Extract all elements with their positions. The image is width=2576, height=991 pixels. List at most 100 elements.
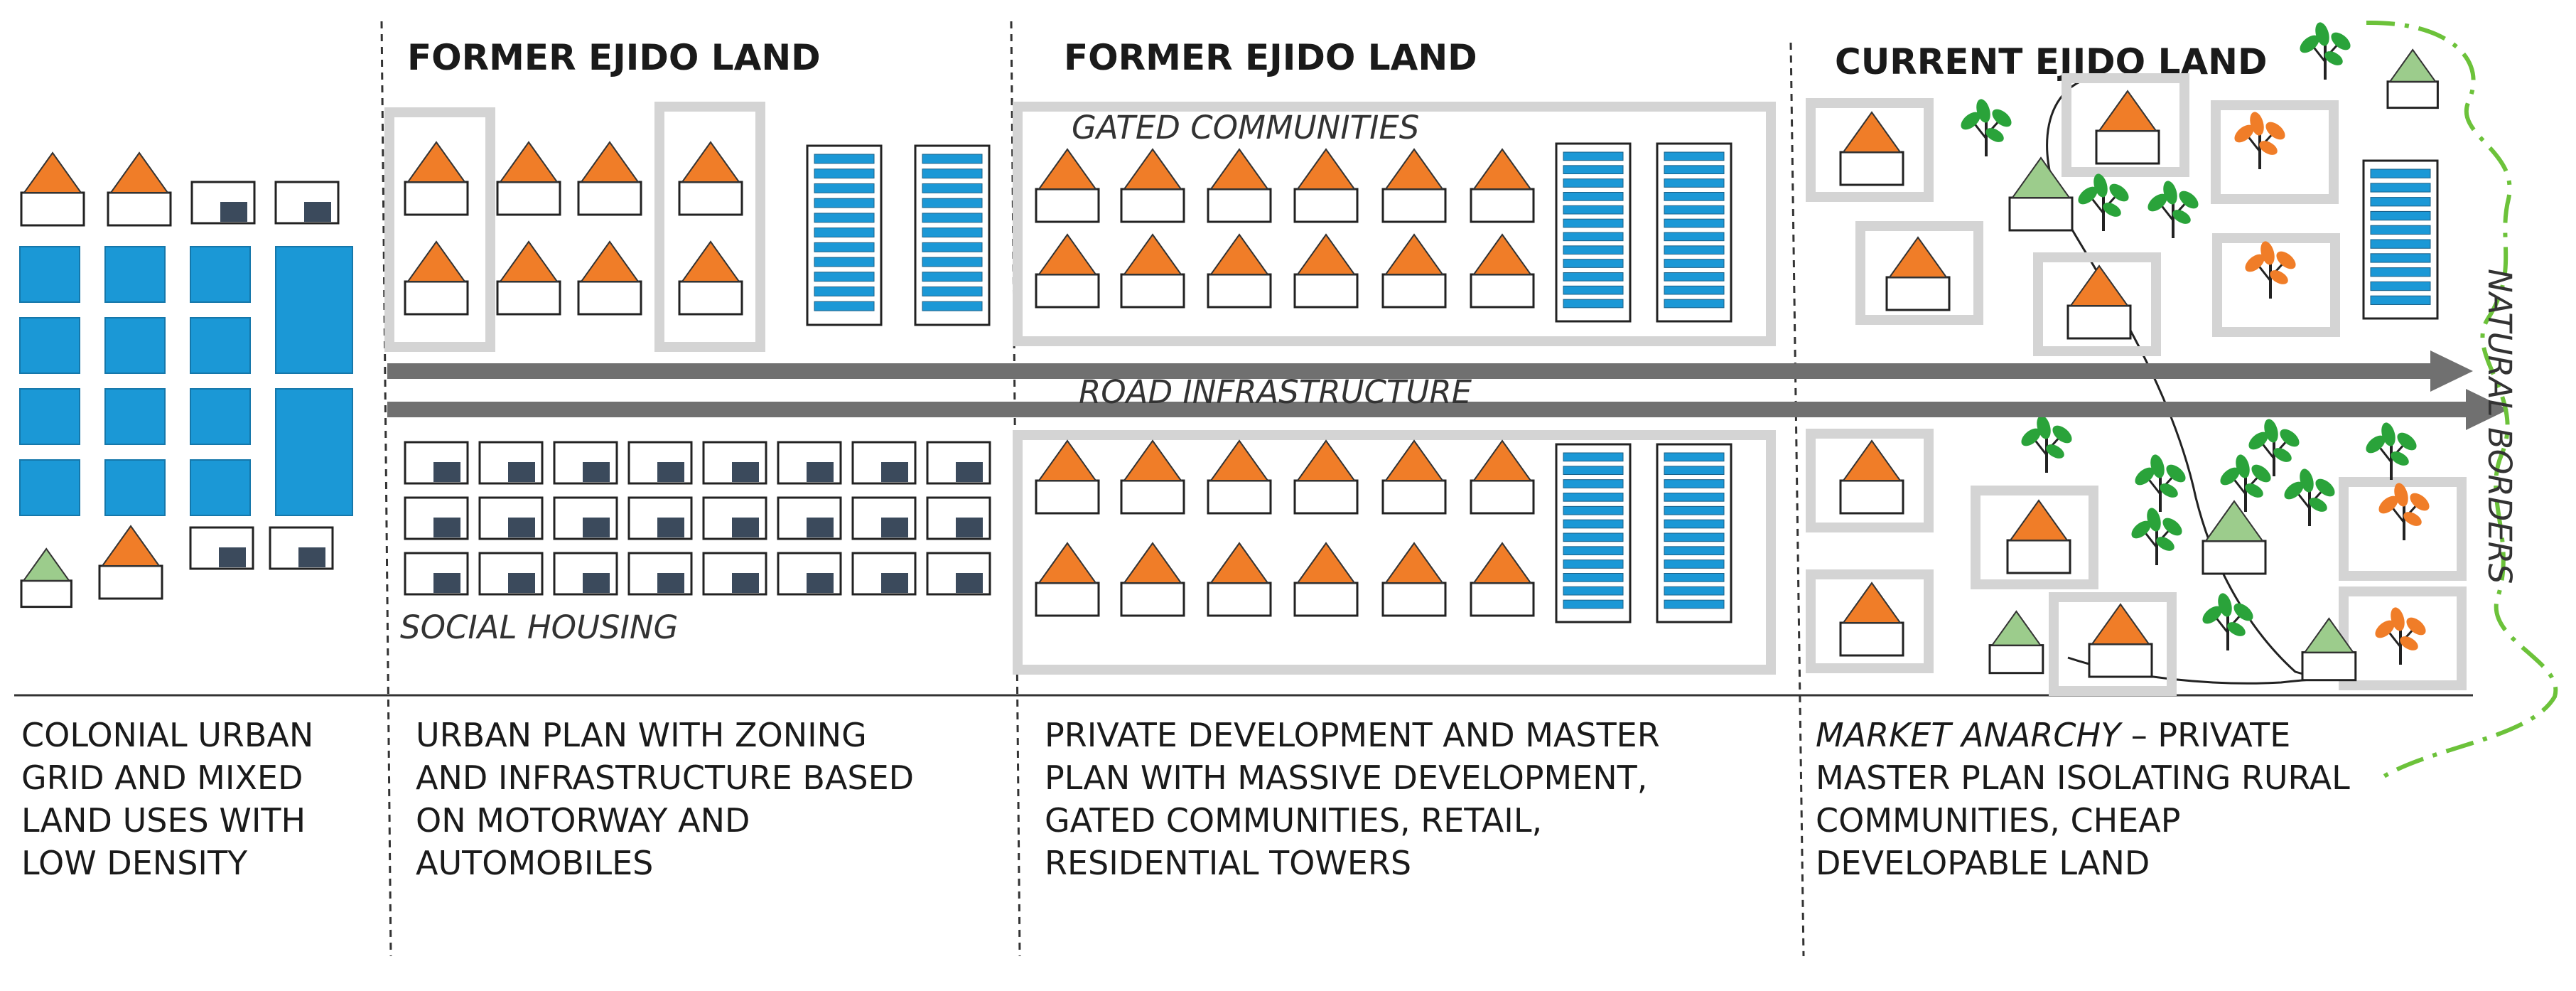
housing-unit-icon: [627, 552, 693, 596]
fence-outline: [384, 107, 495, 352]
natural-borders-line: [2366, 20, 2558, 781]
house-icon: [1839, 439, 1904, 515]
city-block: [104, 317, 166, 374]
header-col3: FORMER EJIDO LAND: [1064, 37, 1477, 78]
city-block: [275, 388, 353, 516]
svg-text:AUTOMOBILES: AUTOMOBILES: [416, 844, 653, 882]
house-icon: [2301, 617, 2357, 682]
housing-unit-icon: [478, 496, 544, 540]
fence-outline: [1806, 429, 1934, 532]
house-icon: [2066, 264, 2132, 340]
house-icon: [1120, 542, 1185, 617]
urban-plan-zone: [384, 102, 991, 596]
tree-icon: [2245, 241, 2296, 299]
svg-text:PLAN WITH MASSIVE DEVELOPMENT,: PLAN WITH MASSIVE DEVELOPMENT,: [1045, 759, 1647, 797]
city-block: [104, 246, 166, 303]
caption-col1: COLONIAL URBAN GRID AND MIXED LAND USES …: [21, 716, 313, 882]
housing-unit-icon: [702, 552, 767, 596]
city-block: [190, 388, 251, 445]
house-icon: [1988, 610, 2044, 675]
svg-text:ON MOTORWAY AND: ON MOTORWAY AND: [416, 801, 750, 840]
fence-outline: [1013, 102, 1776, 346]
gated-communities-label: GATED COMMUNITIES: [1072, 109, 1419, 146]
tree-icon: [2131, 508, 2182, 565]
city-block: [275, 246, 353, 374]
housing-unit-icon: [627, 441, 693, 485]
city-block: [190, 317, 251, 374]
housing-unit-icon: [404, 552, 469, 596]
housing-unit-icon: [777, 441, 842, 485]
house-icon: [496, 240, 561, 316]
house-icon: [404, 240, 469, 316]
housing-unit-icon: [404, 496, 469, 540]
housing-unit-icon: [627, 496, 693, 540]
house-icon: [2095, 90, 2160, 165]
housing-unit-icon: [777, 496, 842, 540]
house-icon: [2202, 500, 2267, 575]
house-icon: [1470, 439, 1535, 515]
fence-outline: [2339, 477, 2467, 581]
header-col4: CURRENT EJIDO LAND: [1835, 41, 2268, 82]
header-col2: FORMER EJIDO LAND: [407, 37, 821, 78]
house-icon: [1381, 542, 1447, 617]
house-icon: [2006, 499, 2071, 574]
house-icon: [1293, 439, 1359, 515]
tree-icon: [2147, 181, 2199, 238]
city-block: [190, 459, 251, 516]
city-block: [19, 388, 80, 445]
house-icon: [1293, 542, 1359, 617]
city-block: [19, 246, 80, 303]
house-icon: [1470, 148, 1535, 223]
house-icon: [577, 240, 642, 316]
svg-text:COLONIAL URBAN: COLONIAL URBAN: [21, 716, 313, 754]
residential-tower-icon: [1656, 443, 1732, 623]
house-icon: [577, 141, 642, 216]
market-anarchy-text: MARKET ANARCHY: [1816, 716, 2123, 754]
tree-icon: [2234, 112, 2285, 169]
svg-text:GATED COMMUNITIES, RETAIL,: GATED COMMUNITIES, RETAIL,: [1045, 801, 1542, 840]
gated-community-zone: [1013, 102, 1776, 675]
housing-unit-icon: [851, 496, 917, 540]
housing-unit-icon: [926, 441, 991, 485]
svg-text:DEVELOPABLE LAND: DEVELOPABLE LAND: [1816, 844, 2150, 882]
house-icon: [496, 141, 561, 216]
fence-outline: [2049, 592, 2177, 696]
housing-unit-icon: [478, 552, 544, 596]
house-icon: [1293, 233, 1359, 309]
tree-icon: [2202, 593, 2253, 650]
house-icon: [2088, 603, 2153, 678]
housing-unit-icon: [926, 552, 991, 596]
svg-text:RESIDENTIAL TOWERS: RESIDENTIAL TOWERS: [1045, 844, 1411, 882]
house-icon: [1207, 233, 1272, 309]
house-icon: [1839, 111, 1904, 186]
svg-text:MASTER PLAN ISOLATING RURAL: MASTER PLAN ISOLATING RURAL: [1816, 759, 2350, 797]
road-infrastructure-label: ROAD INFRASTRUCTURE: [1079, 373, 1472, 411]
house-icon: [107, 151, 172, 227]
house-icon: [1035, 542, 1100, 617]
house-icon: [1035, 439, 1100, 515]
tree-icon: [2078, 173, 2129, 231]
housing-unit-icon: [269, 526, 334, 570]
house-icon: [20, 547, 72, 609]
housing-unit-icon: [553, 496, 618, 540]
house-icon: [1035, 148, 1100, 223]
residential-tower-icon: [806, 144, 883, 326]
house-icon: [678, 240, 743, 316]
current-ejido-zone: [1806, 22, 2467, 696]
svg-text:MARKET ANARCHY – PRIVATE: MARKET ANARCHY – PRIVATE: [1816, 716, 2290, 754]
tree-icon: [2375, 607, 2426, 665]
city-block: [19, 459, 80, 516]
fence-outline: [2211, 100, 2339, 204]
housing-unit-icon: [777, 552, 842, 596]
house-icon: [1885, 236, 1951, 311]
fence-outline: [2033, 252, 2161, 356]
caption-col4: MARKET ANARCHY – PRIVATE MASTER PLAN ISO…: [1816, 716, 2350, 882]
tree-icon: [2378, 483, 2430, 540]
housing-unit-icon: [553, 441, 618, 485]
house-icon: [1120, 439, 1185, 515]
svg-text:URBAN PLAN WITH ZONING: URBAN PLAN WITH ZONING: [416, 716, 867, 754]
fence-outline: [1971, 486, 2098, 589]
fence-outline: [1855, 221, 1983, 325]
svg-text:COMMUNITIES, CHEAP: COMMUNITIES, CHEAP: [1816, 801, 2181, 840]
house-icon: [1120, 233, 1185, 309]
